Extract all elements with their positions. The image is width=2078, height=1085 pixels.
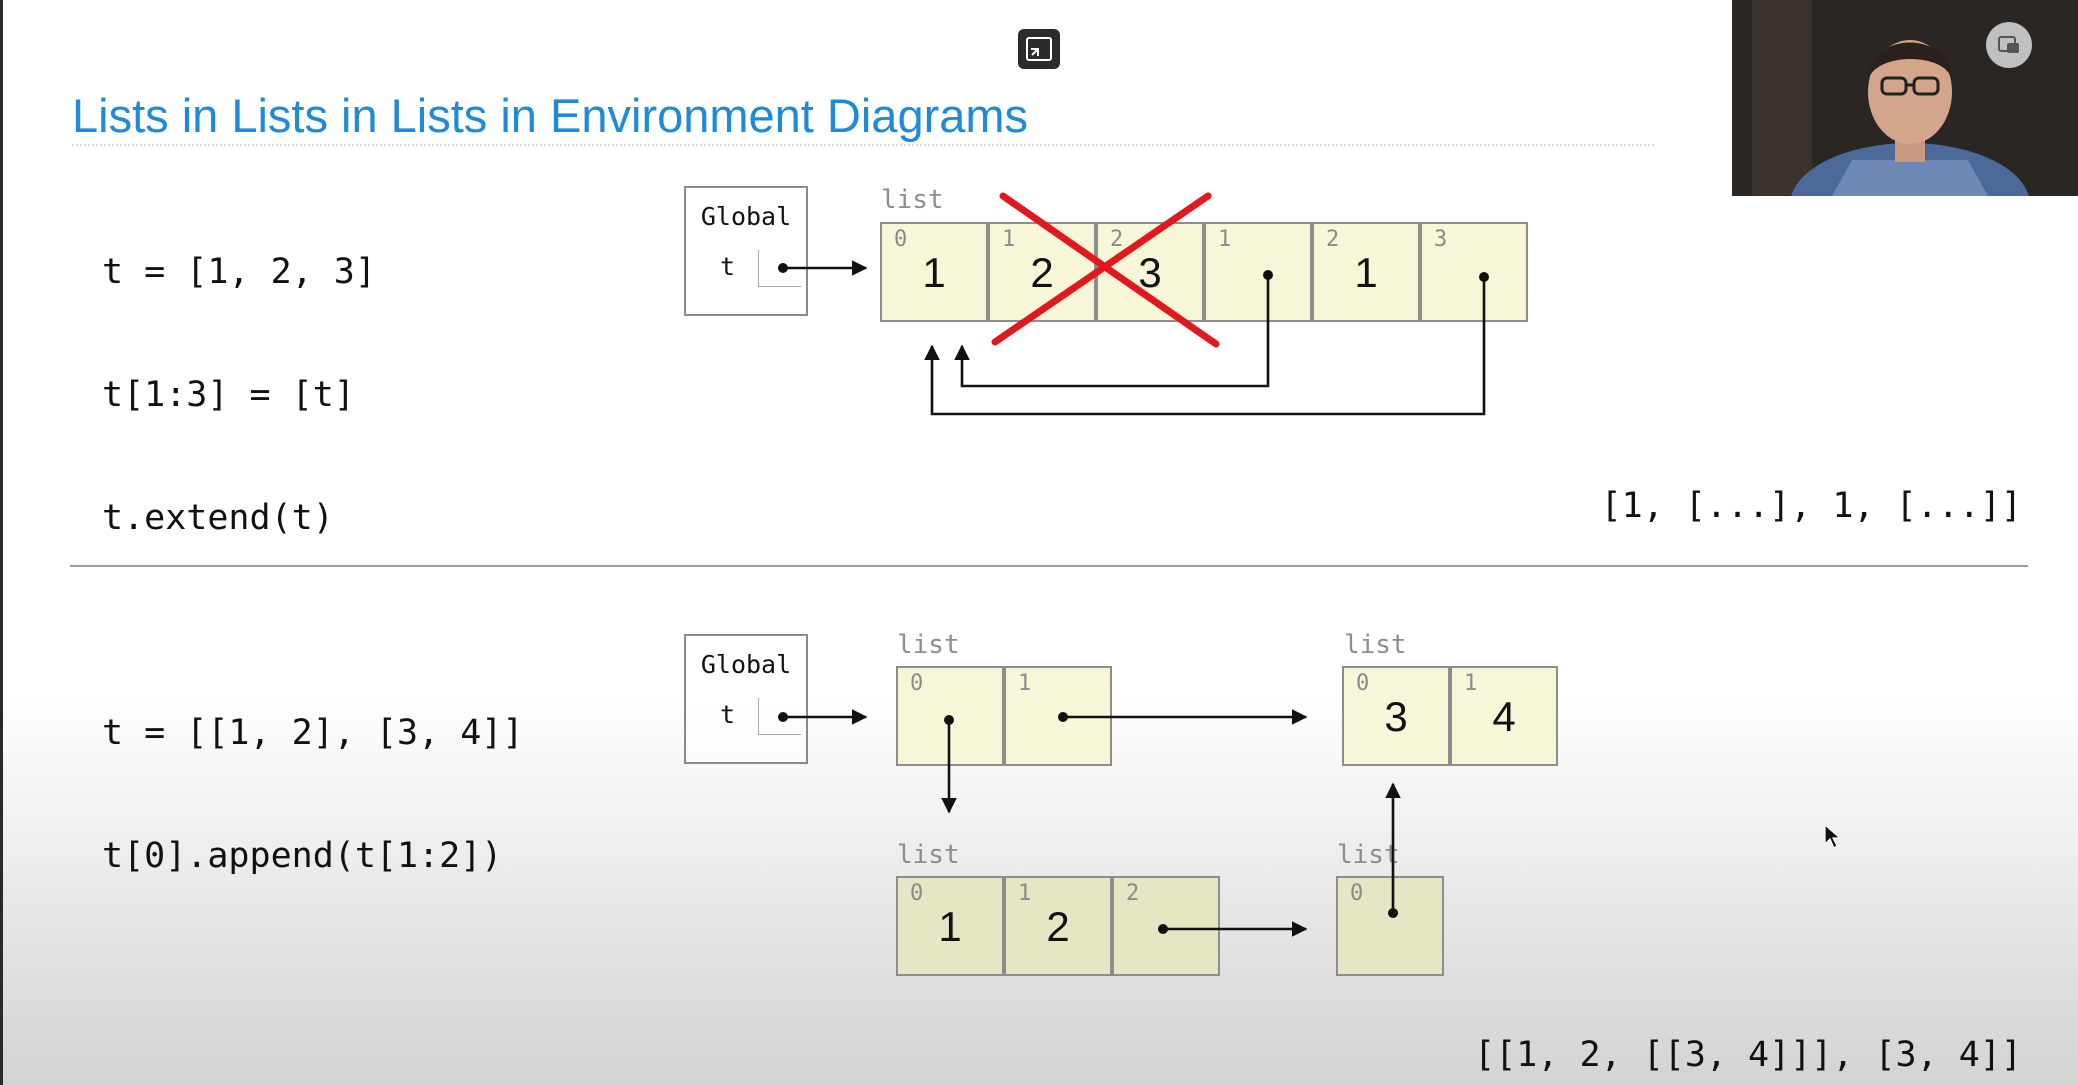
- slide-title: Lists in Lists in Lists in Environment D…: [72, 89, 1029, 142]
- list-cell: 1 2: [988, 222, 1096, 322]
- list-label: list: [1344, 630, 1407, 660]
- list-cell: 2 1: [1312, 222, 1420, 322]
- title-underline: [72, 144, 1654, 146]
- cell-index: 0: [1350, 881, 1364, 906]
- exit-fullscreen-button[interactable]: [1018, 29, 1060, 69]
- frame-slot: [758, 250, 801, 287]
- picture-in-picture-icon: [1998, 36, 2019, 53]
- cell-index: 0: [1356, 671, 1370, 696]
- frame-variable: t: [720, 252, 736, 281]
- global-frame-1: Global t: [684, 186, 808, 316]
- cell-value: 1: [938, 903, 962, 950]
- code-line: t = [[1, 2], [3, 4]]: [102, 713, 524, 753]
- cell-value: 1: [922, 249, 946, 296]
- cell-index: 1: [1464, 671, 1478, 696]
- cell-value: 2: [1046, 903, 1070, 950]
- list-cell: 0 3: [1342, 666, 1450, 766]
- window-left-edge: [0, 0, 3, 1085]
- list-label: list: [897, 630, 960, 660]
- frame-variable: t: [720, 700, 736, 729]
- code-line: t[0].append(t[1:2]): [102, 836, 503, 876]
- list-label: list: [881, 185, 944, 215]
- list-cell: 1 2: [1004, 876, 1112, 976]
- code-line: t[1:3] = [t]: [102, 375, 355, 415]
- section-divider: [70, 565, 2028, 567]
- code-line: t = [1, 2, 3]: [102, 252, 376, 292]
- cell-value: 3: [1384, 693, 1408, 740]
- cell-index: 0: [910, 881, 924, 906]
- list-cell: 2: [1112, 876, 1220, 976]
- cell-index: 2: [1126, 881, 1140, 906]
- frame-name: Global: [700, 202, 792, 231]
- global-frame-2: Global t: [684, 634, 808, 764]
- printed-output-2: [[1, 2, [[3, 4]]], [3, 4]]: [1474, 1035, 2022, 1075]
- code-line: t.extend(t): [102, 498, 334, 538]
- list-cell: 0: [1336, 876, 1444, 976]
- list-cell: 1: [1004, 666, 1112, 766]
- list-label: list: [1337, 840, 1400, 870]
- cell-value: 4: [1492, 693, 1516, 740]
- cell-index: 2: [1326, 227, 1340, 252]
- cell-index: 1: [1218, 227, 1232, 252]
- list-cell: 0 1: [896, 876, 1004, 976]
- mouse-cursor-icon: [1824, 824, 1842, 849]
- frame-name: Global: [700, 650, 792, 679]
- cell-index: 3: [1434, 227, 1448, 252]
- cell-index: 1: [1018, 671, 1032, 696]
- code-block-2: t = [[1, 2], [3, 4]] t[0].append(t[1:2]): [102, 631, 523, 918]
- cell-index: 0: [894, 227, 908, 252]
- cell-value: 3: [1138, 249, 1162, 296]
- cell-value: 1: [1354, 249, 1378, 296]
- list-cell: 0: [896, 666, 1004, 766]
- exit-fullscreen-icon: [1026, 37, 1052, 61]
- cell-value: 2: [1030, 249, 1054, 296]
- frame-slot: [758, 698, 801, 735]
- list-cell: 2 3: [1096, 222, 1204, 322]
- cell-index: 0: [910, 671, 924, 696]
- list-cell: 1 4: [1450, 666, 1558, 766]
- code-block-1: t = [1, 2, 3] t[1:3] = [t] t.extend(t): [102, 170, 376, 580]
- picture-in-picture-button[interactable]: [1986, 22, 2032, 68]
- list-cell: 1: [1204, 222, 1312, 322]
- list-cell: 3: [1420, 222, 1528, 322]
- list-cell: 0 1: [880, 222, 988, 322]
- cell-index: 1: [1018, 881, 1032, 906]
- list-label: list: [897, 840, 960, 870]
- printed-output-1: [1, [...], 1, [...]]: [1600, 486, 2022, 526]
